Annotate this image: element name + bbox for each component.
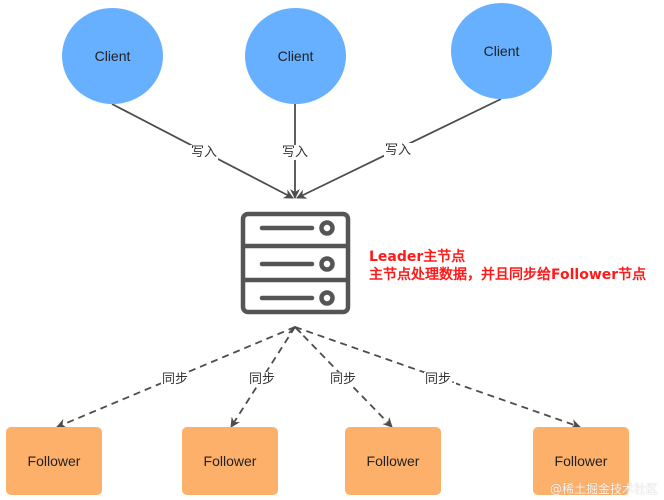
sync-edge-2: [230, 326, 296, 428]
leader-title: Leader主节点: [369, 249, 466, 265]
client-node-3: Client: [451, 3, 552, 99]
sync-origin-caret: [288, 325, 302, 334]
client-node-1: Client: [62, 8, 163, 104]
client-label: Client: [94, 48, 131, 64]
watermark: @稀土掘金技术社区: [549, 482, 658, 496]
follower-label: Follower: [27, 453, 81, 469]
client-label: Client: [483, 43, 520, 59]
follower-node-3: Follower: [345, 427, 441, 495]
write-edge-label-2: 写入: [281, 145, 310, 160]
leader-description: 主节点处理数据，并且同步给Follower节点: [369, 267, 647, 283]
client-node-2: Client: [245, 8, 346, 104]
write-edge-label-1: 写入: [190, 145, 219, 160]
client-label: Client: [277, 48, 314, 64]
sync-edge-label-4: 同步.: [424, 372, 457, 387]
server-icon: [240, 211, 351, 315]
follower-label: Follower: [554, 453, 608, 469]
write-edge-label-3: 写入: [384, 143, 413, 158]
leader-note: Leader主节点 主节点处理数据，并且同步给Follower节点: [369, 248, 646, 284]
follower-node-1: Follower: [6, 427, 102, 495]
follower-node-4: Follower: [533, 427, 629, 495]
sync-edge-label-3: 同步: [329, 372, 358, 387]
follower-node-2: Follower: [182, 427, 278, 495]
follower-label: Follower: [366, 453, 420, 469]
sync-edge-label-1: 同步: [161, 372, 190, 387]
sync-edge-4: [294, 326, 581, 429]
sync-edge-label-2: 同步: [248, 372, 277, 387]
follower-label: Follower: [203, 453, 257, 469]
